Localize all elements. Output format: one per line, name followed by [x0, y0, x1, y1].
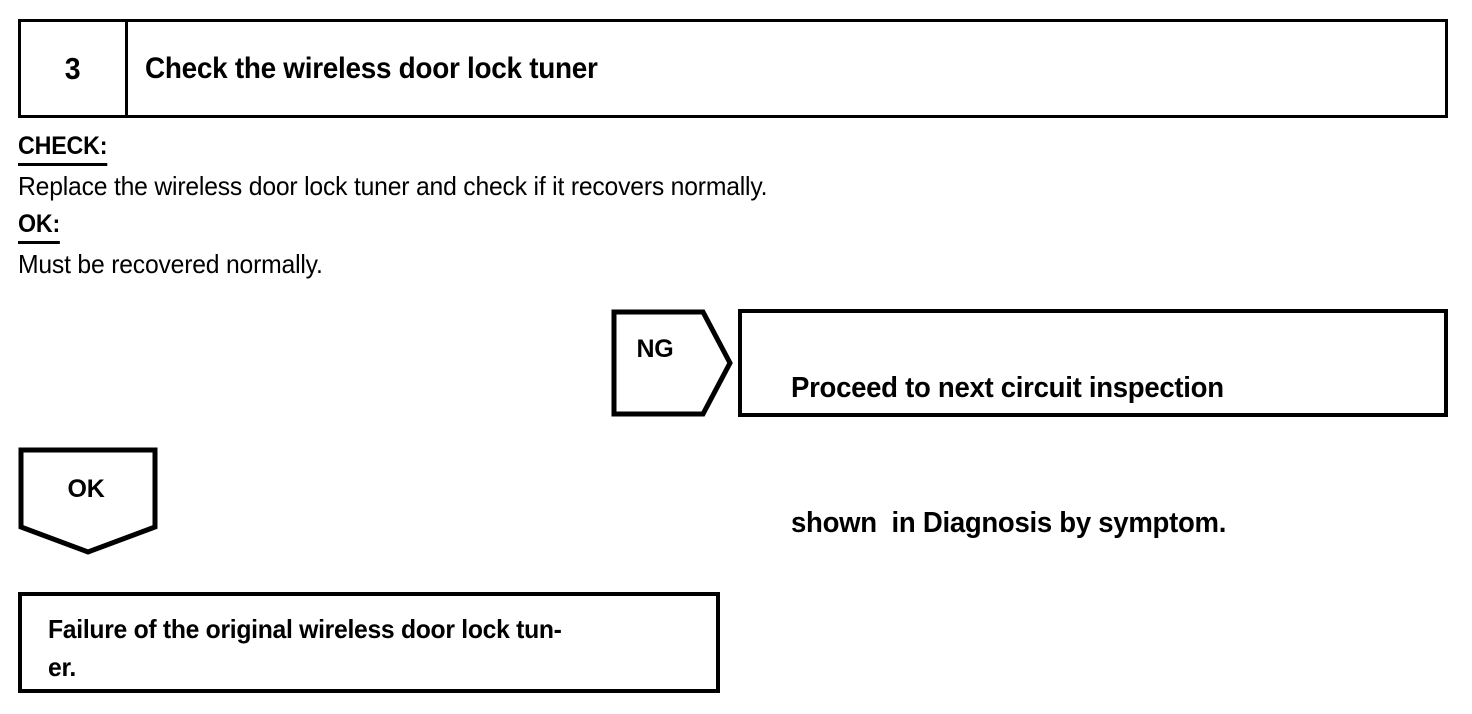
next-inspection-box: Proceed to next circuit inspection shown… — [738, 309, 1448, 539]
next-inspection-text-2: shown in Diagnosis by symptom. — [791, 507, 1227, 539]
conclusion-text-1: Failure of the original wireless door lo… — [48, 614, 562, 644]
ok-label-row: OK: — [18, 208, 1118, 246]
check-text-row: Replace the wireless door lock tuner and… — [18, 168, 1118, 208]
step-number: 3 — [65, 50, 81, 86]
step-header-table: 3 Check the wireless door lock tuner — [18, 19, 1448, 118]
instructions-block: CHECK: Replace the wireless door lock tu… — [18, 130, 1118, 286]
conclusion-text-2: er. — [48, 652, 76, 682]
step-number-cell: 3 — [21, 22, 128, 115]
check-text: Replace the wireless door lock tuner and… — [18, 171, 768, 201]
ok-arrow-shape — [18, 447, 158, 555]
conclusion-line-1: Failure of the original wireless door lo… — [48, 610, 716, 648]
next-inspection-line-1: Proceed to next circuit inspection — [760, 321, 1444, 456]
step-title: Check the wireless door lock tuner — [145, 51, 598, 85]
ok-branch-marker: OK — [18, 447, 158, 555]
check-label: CHECK: — [18, 130, 107, 166]
ng-branch-marker: NG — [611, 309, 733, 417]
step-title-cell: Check the wireless door lock tuner — [128, 22, 1445, 115]
conclusion-line-2: er. — [48, 648, 716, 686]
ok-label: OK: — [18, 208, 60, 244]
conclusion-box: Failure of the original wireless door lo… — [18, 592, 720, 693]
ok-text-row: Must be recovered normally. — [18, 246, 1118, 286]
ok-marker-label: OK — [67, 475, 105, 503]
check-label-row: CHECK: — [18, 130, 1118, 168]
next-inspection-text-1: Proceed to next circuit inspection — [791, 372, 1224, 404]
ng-arrow-shape — [611, 309, 733, 417]
ok-text: Must be recovered normally. — [18, 249, 323, 279]
next-inspection-line-2: shown in Diagnosis by symptom. — [760, 456, 1444, 591]
ng-marker-label: NG — [636, 335, 674, 363]
